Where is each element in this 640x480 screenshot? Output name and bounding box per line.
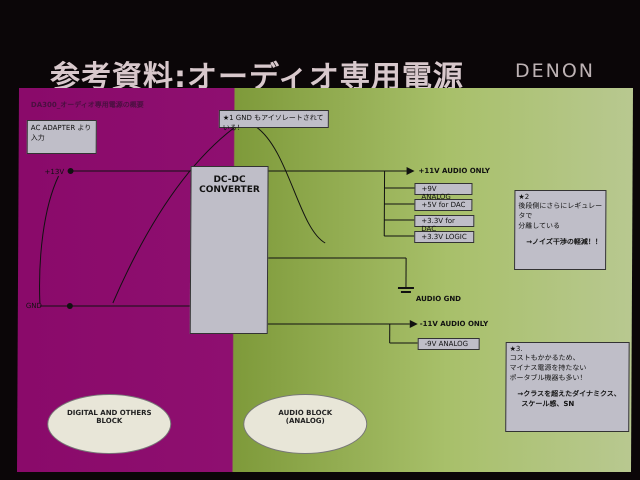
note-2-line: →ノイズ干渉の軽減！！ xyxy=(526,238,602,246)
output-p11: +11V AUDIO ONLY xyxy=(418,167,490,175)
note-3-line: ★3. xyxy=(509,345,523,353)
note-2-line: ★2 xyxy=(518,193,530,201)
note-3-line: →クラスを超えたダイナミクス、 xyxy=(517,390,621,398)
output-m9: -9V ANALOG xyxy=(417,338,480,350)
output-p9: +9V ANALOG xyxy=(414,183,473,201)
input-voltage-label: +13V xyxy=(44,168,65,176)
digital-block-line: DIGITAL AND OTHERS xyxy=(66,409,152,417)
gnd-label: GND xyxy=(25,302,42,310)
audio-block-line: AUDIO BLOCK xyxy=(278,409,333,417)
ac-adapter-note: AC ADAPTER より入力 xyxy=(26,120,97,154)
note-2-line: 分離している xyxy=(518,222,561,230)
note-3-line: スケール感、SN xyxy=(521,400,575,408)
audio-block-line: (ANALOG) xyxy=(285,417,325,425)
converter-line-1: DC-DC xyxy=(213,175,246,185)
output-p33-dac: +3.3V for DAC xyxy=(414,215,475,233)
note-3: ★3. コストもかかるため、 マイナス電源を持たない ポータブル機器も多い！ →… xyxy=(505,342,630,432)
note-2-line: 後段側にさらにレギュレータで xyxy=(518,202,603,220)
slide: DA300_オーディオ専用電源の概要 AC ADAPTER より入力 +13V … xyxy=(16,88,634,472)
note-3-line: ポータブル機器も多い！ xyxy=(509,374,587,382)
note-2: ★2 後段側にさらにレギュレータで 分離している →ノイズ干渉の軽減！！ xyxy=(514,190,607,270)
digital-block-line: BLOCK xyxy=(96,417,123,425)
converter-line-2: CONVERTER xyxy=(199,185,260,195)
note-1: ★1 GND もアイソレートされている！ xyxy=(218,110,329,132)
output-m11: -11V AUDIO ONLY xyxy=(419,320,489,328)
brand-logo: DENON xyxy=(515,60,596,82)
output-p5: +5V for DAC xyxy=(414,199,473,211)
audio-gnd-label: AUDIO GND xyxy=(415,295,462,303)
dc-dc-converter: DC-DC CONVERTER xyxy=(189,166,269,334)
digital-block-label: DIGITAL AND OTHERS BLOCK xyxy=(47,394,172,454)
note-3-line: マイナス電源を持たない xyxy=(509,364,587,372)
note-3-line: コストもかかるため、 xyxy=(509,354,580,362)
slide-heading: DA300_オーディオ専用電源の概要 xyxy=(30,101,144,109)
output-p33-logic: +3.3V LOGIC xyxy=(414,231,475,243)
audio-block-label: AUDIO BLOCK (ANALOG) xyxy=(243,394,368,454)
diagram-wires xyxy=(39,125,418,344)
